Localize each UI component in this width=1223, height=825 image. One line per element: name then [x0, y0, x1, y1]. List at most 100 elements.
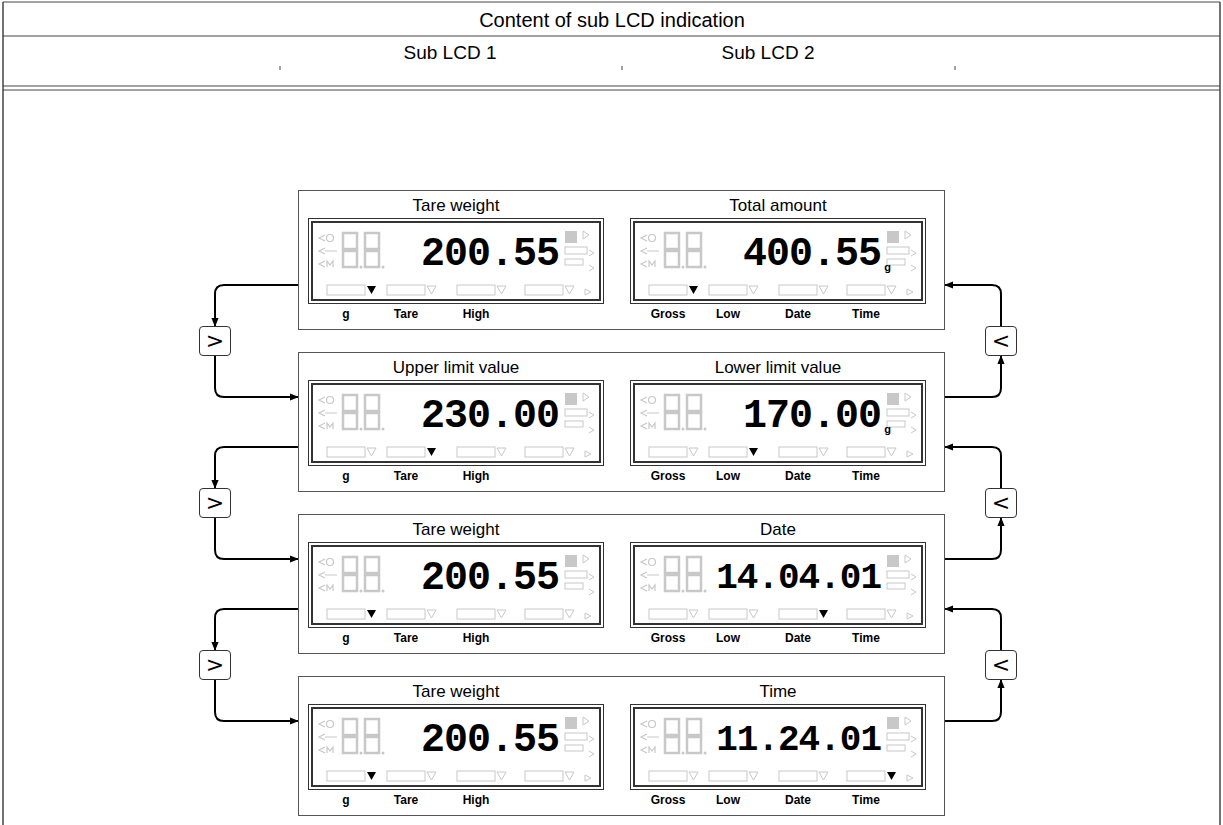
lcd-ghost-mark	[641, 423, 655, 429]
lcd-indicator-label: High	[463, 793, 490, 807]
flow-arrow	[215, 518, 298, 559]
key-symbol: <	[992, 330, 1010, 352]
key-button: <	[985, 488, 1017, 518]
lcd-indicator-label: Low	[716, 793, 740, 807]
lcd-ghost-mark	[360, 428, 363, 431]
lcd-ghost-mark	[387, 447, 425, 457]
lcd-ghost-mark	[387, 285, 425, 295]
screen-pair-panel: Tare weightTime200.55gTareHigh11.24.01Gr…	[298, 676, 945, 816]
key-symbol: >	[206, 330, 224, 352]
flow-arrow	[945, 680, 1001, 721]
lcd-ghost-mark	[327, 559, 334, 566]
lcd-ghost-mark	[887, 555, 899, 567]
lcd-ghost-mark	[641, 559, 647, 565]
lcd-ghost-mark	[641, 397, 647, 403]
lcd-ghost-mark	[649, 285, 687, 295]
lcd-ghost-mark	[319, 235, 325, 241]
lcd-ghost-mark	[319, 397, 325, 403]
lcd-ghost-mark	[649, 397, 656, 404]
lcd-ghost-mark	[589, 412, 594, 418]
lcd-ghost-mark	[687, 413, 701, 429]
lcd-ghost-mark	[907, 775, 913, 781]
lcd-ghost-mark	[589, 751, 594, 757]
lcd-ghost-mark	[565, 421, 583, 427]
lcd-ghost-mark	[749, 772, 758, 780]
lcd-ghost-mark	[665, 413, 679, 429]
lcd-ghost-mark	[641, 721, 647, 727]
sub-lcd-screen: 200.55gTareHigh	[311, 707, 601, 787]
lcd-ghost-mark	[365, 719, 379, 735]
lcd-ghost-mark	[497, 772, 506, 780]
lcd-ghost-mark	[457, 771, 495, 781]
lcd-ghost-mark	[525, 285, 563, 295]
lcd-ghost-mark	[589, 589, 594, 595]
lcd-ghost-mark	[427, 610, 436, 618]
lcd-ghost-mark	[779, 447, 817, 457]
lcd-indicator-label: g	[342, 631, 349, 645]
lcd-ghost-mark	[887, 247, 909, 254]
lcd-ghost-mark	[847, 609, 885, 619]
sub-lcd-screen: 11.24.01GrossLowDateTime	[633, 707, 923, 787]
lcd-ghost-mark	[427, 772, 436, 780]
column-heading: Sub LCD 2	[722, 42, 815, 64]
lcd-indicator-label: Date	[785, 631, 811, 645]
lcd-ghost-mark	[887, 583, 905, 589]
panel-heading: Date	[760, 520, 796, 540]
lcd-ghost-mark	[641, 734, 659, 740]
lcd-ghost-mark	[565, 772, 574, 780]
lcd-digits: 170.00	[743, 395, 881, 439]
lcd-ghost-mark	[585, 613, 591, 619]
key-button: <	[985, 326, 1017, 356]
lcd-ghost-mark	[689, 610, 698, 618]
lcd-digits: 200.55	[421, 719, 559, 763]
lcd-indicator-label: Tare	[394, 469, 418, 483]
lcd-ghost-mark	[382, 428, 385, 431]
lcd-ghost-mark	[665, 719, 679, 735]
lcd-ghost-mark	[779, 285, 817, 295]
lcd-indicator-label: Low	[716, 307, 740, 321]
lcd-ghost-mark	[585, 775, 591, 781]
table-title: Content of sub LCD indication	[479, 9, 745, 32]
lcd-indicator-label: Time	[852, 793, 880, 807]
lcd-unit: g	[884, 261, 891, 273]
key-button: >	[199, 650, 231, 680]
lcd-ghost-mark	[497, 286, 506, 294]
screen-pair-panel: Upper limit valueLower limit value230.00…	[298, 352, 945, 492]
flow-arrow	[215, 609, 298, 650]
key-symbol: >	[206, 492, 224, 514]
active-marker	[887, 772, 896, 780]
lcd-ghost-mark	[641, 572, 659, 578]
lcd-ghost-mark	[457, 447, 495, 457]
lcd-ghost-mark	[319, 734, 337, 740]
lcd-ghost-mark	[704, 428, 707, 431]
flow-arrow	[945, 609, 1001, 650]
lcd-ghost-mark	[367, 448, 376, 456]
lcd-ghost-mark	[565, 409, 587, 416]
lcd-ghost-mark	[319, 747, 333, 753]
key-symbol: <	[992, 654, 1010, 676]
lcd-ghost-mark	[565, 717, 577, 729]
lcd-ghost-mark	[589, 736, 594, 742]
lcd-ghost-mark	[665, 575, 679, 591]
lcd-ghost-mark	[682, 428, 685, 431]
lcd-ghost-mark	[905, 555, 911, 563]
lcd-indicator-label: Gross	[651, 307, 686, 321]
lcd-digits: 230.00	[421, 395, 559, 439]
lcd-ghost-mark	[343, 719, 357, 735]
screen-pair-panel: Tare weightDate200.55gTareHigh14.04.01Gr…	[298, 514, 945, 654]
lcd-ghost-mark	[319, 721, 325, 727]
lcd-ghost-mark	[497, 448, 506, 456]
lcd-ghost-mark	[319, 248, 337, 254]
lcd-ghost-mark	[687, 719, 701, 735]
panel-heading: Tare weight	[413, 520, 500, 540]
lcd-ghost-mark	[687, 737, 701, 753]
lcd-ghost-mark	[887, 610, 896, 618]
lcd-ghost-mark	[905, 717, 911, 725]
lcd-indicator-label: Gross	[651, 631, 686, 645]
lcd-ghost-mark	[382, 752, 385, 755]
lcd-indicator-label: g	[342, 307, 349, 321]
lcd-ghost-mark	[682, 752, 685, 755]
lcd-ghost-mark	[907, 613, 913, 619]
active-marker	[819, 610, 828, 618]
lcd-ghost-mark	[749, 610, 758, 618]
